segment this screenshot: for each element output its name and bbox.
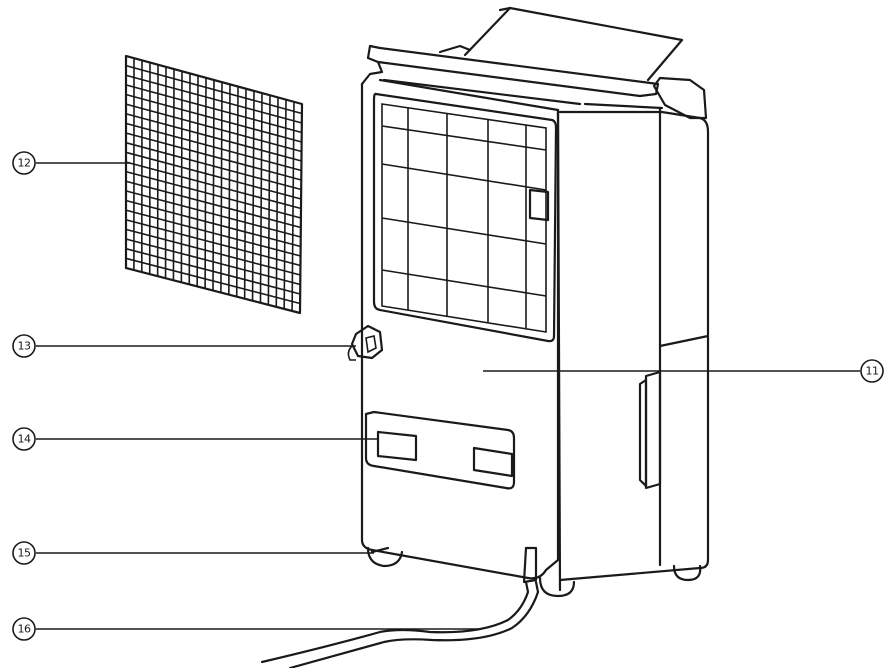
filter-mesh-line [125, 257, 301, 305]
filter-mesh-line [259, 93, 263, 303]
callout-15-label: 15 [18, 547, 31, 560]
dehumidifier-unit [260, 6, 710, 668]
filter-mesh-line [125, 161, 302, 210]
filter-mesh-line [125, 199, 301, 248]
filter-mesh-line [283, 99, 287, 309]
filter-mesh-line [267, 95, 271, 305]
filter-mesh-line [125, 209, 301, 257]
filter-mesh-line [125, 190, 301, 238]
callout-14: 14 [12, 427, 36, 451]
filter-mesh-line [125, 238, 301, 286]
power-cord [260, 546, 540, 668]
filter-mesh-line [235, 86, 239, 297]
leader-lines [36, 162, 860, 630]
air-filter [124, 54, 304, 315]
callout-12-label: 12 [18, 157, 31, 170]
caster-wheels [366, 546, 702, 598]
filter-mesh-line [220, 82, 223, 293]
filter-mesh-line [125, 247, 301, 295]
filter-mesh-line [251, 90, 255, 301]
filter-mesh-line [243, 88, 247, 299]
filter-mesh-line [125, 180, 302, 229]
callout-16: 16 [12, 617, 36, 641]
callout-11: 11 [860, 359, 884, 383]
callout-11-label: 11 [866, 365, 879, 378]
filter-mesh-line [228, 84, 231, 295]
filter-mesh-line [125, 228, 301, 276]
callout-14-label: 14 [18, 433, 31, 446]
callout-12: 12 [12, 151, 36, 175]
callout-13-label: 13 [18, 340, 31, 353]
callout-13: 13 [12, 334, 36, 358]
callout-15: 15 [12, 541, 36, 565]
filter-mesh-line [291, 101, 295, 311]
filter-mesh-line [125, 170, 302, 219]
callout-16-label: 16 [18, 623, 31, 636]
filter-mesh-line [125, 219, 301, 267]
filter-grid [125, 58, 303, 311]
filter-mesh-line [275, 97, 279, 307]
